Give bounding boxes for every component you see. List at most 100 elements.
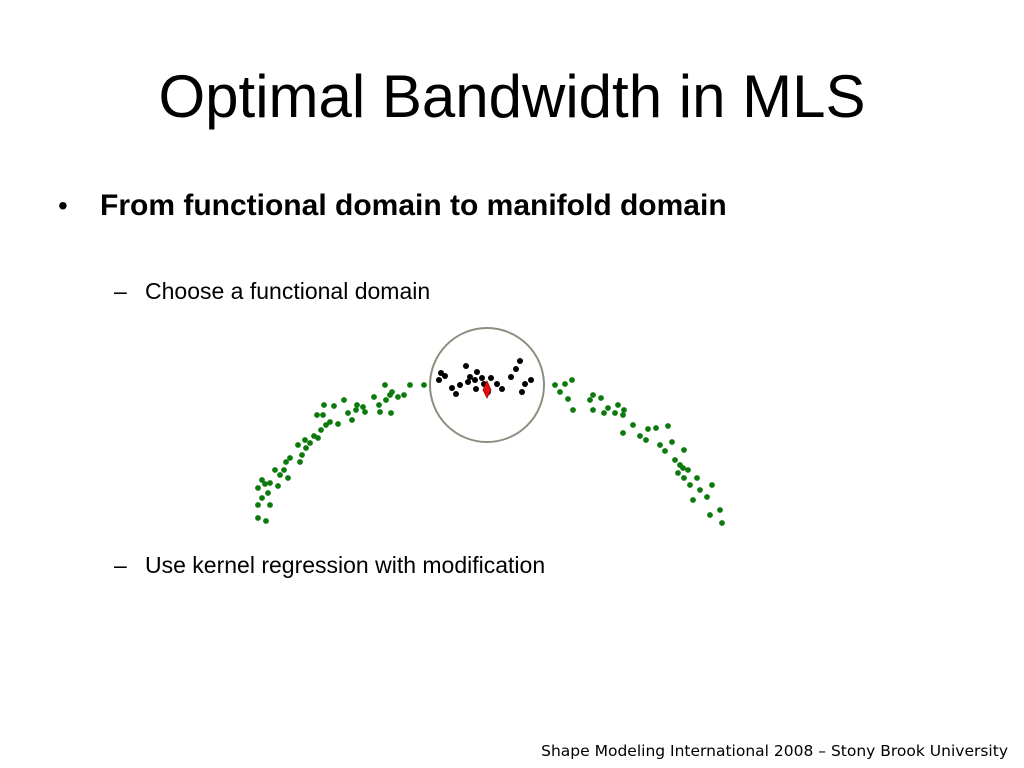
green-point	[680, 465, 686, 471]
main-bullet: • From functional domain to manifold dom…	[58, 186, 727, 226]
bullet-dot: •	[58, 190, 68, 221]
sub-item-kernel-regression: – Use kernel regression with modificatio…	[114, 550, 545, 580]
green-point	[281, 467, 287, 473]
green-point	[267, 502, 273, 508]
green-point	[587, 397, 593, 403]
green-point	[557, 389, 563, 395]
green-point	[675, 470, 681, 476]
green-point	[665, 423, 671, 429]
green-point	[717, 507, 723, 513]
green-point	[303, 445, 309, 451]
green-point	[690, 497, 696, 503]
green-point	[255, 485, 261, 491]
green-point	[353, 407, 359, 413]
bullet-text: From functional domain to manifold domai…	[100, 189, 727, 222]
green-point	[672, 457, 678, 463]
black-point	[519, 389, 525, 395]
green-point	[345, 410, 351, 416]
green-point	[621, 407, 627, 413]
green-point	[681, 447, 687, 453]
green-point	[321, 402, 327, 408]
green-point	[259, 495, 265, 501]
green-point	[318, 427, 324, 433]
green-point	[295, 442, 301, 448]
black-point	[453, 391, 459, 397]
green-point	[687, 482, 693, 488]
green-point	[320, 412, 326, 418]
green-point	[331, 403, 337, 409]
green-point	[612, 410, 618, 416]
green-point	[263, 518, 269, 524]
green-point	[421, 382, 427, 388]
green-point	[662, 448, 668, 454]
green-point	[601, 410, 607, 416]
black-point	[436, 377, 442, 383]
green-point	[283, 459, 289, 465]
green-point	[657, 442, 663, 448]
black-point	[513, 366, 519, 372]
green-point	[341, 397, 347, 403]
green-point	[383, 397, 389, 403]
black-point	[467, 374, 473, 380]
green-point	[389, 389, 395, 395]
green-point	[707, 512, 713, 518]
green-point	[267, 480, 273, 486]
black-point	[488, 375, 494, 381]
green-point	[255, 502, 261, 508]
green-point	[255, 515, 261, 521]
green-point	[565, 396, 571, 402]
green-point	[327, 419, 333, 425]
green-point	[615, 402, 621, 408]
black-point	[449, 385, 455, 391]
query-point-icon	[482, 380, 492, 399]
green-point	[362, 409, 368, 415]
black-point	[472, 377, 478, 383]
green-point	[395, 394, 401, 400]
green-point	[709, 482, 715, 488]
slide-title: Optimal Bandwidth in MLS	[158, 63, 866, 130]
green-point	[349, 417, 355, 423]
green-point	[297, 459, 303, 465]
green-points	[255, 377, 725, 526]
black-point	[473, 386, 479, 392]
green-point	[685, 467, 691, 473]
black-point	[494, 381, 500, 387]
green-point	[262, 481, 268, 487]
green-point	[314, 412, 320, 418]
green-point	[277, 472, 283, 478]
black-point	[463, 363, 469, 369]
green-point	[287, 455, 293, 461]
green-point	[354, 402, 360, 408]
green-point	[681, 475, 687, 481]
green-point	[605, 405, 611, 411]
green-point	[590, 407, 596, 413]
green-point	[620, 430, 626, 436]
green-point	[719, 520, 725, 526]
green-point	[272, 467, 278, 473]
green-point	[645, 426, 651, 432]
green-point	[598, 395, 604, 401]
green-point	[302, 437, 308, 443]
green-point	[704, 494, 710, 500]
green-point	[299, 452, 305, 458]
black-point	[442, 373, 448, 379]
green-point	[562, 381, 568, 387]
green-point	[653, 425, 659, 431]
green-point	[360, 404, 366, 410]
black-point	[479, 375, 485, 381]
green-point	[285, 475, 291, 481]
footer-text: Shape Modeling International 2008 – Ston…	[541, 742, 1008, 760]
neighborhood-circle	[429, 327, 545, 443]
black-point	[465, 379, 471, 385]
green-point	[620, 412, 626, 418]
sub-item-text: Choose a functional domain	[145, 277, 431, 304]
green-point	[376, 402, 382, 408]
green-point	[569, 377, 575, 383]
black-point	[528, 377, 534, 383]
green-point	[401, 392, 407, 398]
green-point	[669, 439, 675, 445]
black-point	[457, 382, 463, 388]
black-point	[474, 369, 480, 375]
sub-item-choose-domain: – Choose a functional domain	[114, 276, 430, 306]
